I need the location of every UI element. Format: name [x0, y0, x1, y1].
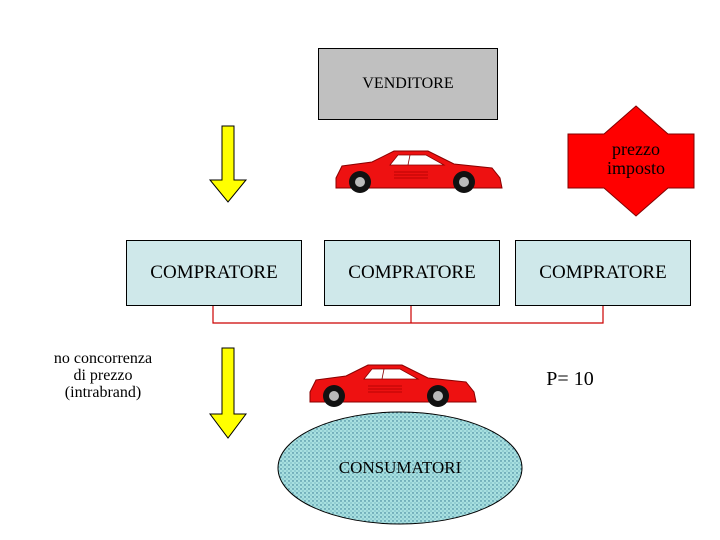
no-competition-note: no concorrenza di prezzo (intrabrand) [30, 350, 176, 401]
buyer-box-2: COMPRATORE [324, 240, 500, 306]
buyer-label-2: COMPRATORE [348, 262, 476, 283]
imposed-price-line-1: prezzo [612, 139, 660, 159]
buyer-box-3: COMPRATORE [515, 240, 691, 306]
car-icon-bottom [309, 364, 477, 407]
consumers-ellipse [277, 411, 523, 525]
price-label: P= 10 [546, 368, 594, 390]
buyer-box-1: COMPRATORE [126, 240, 302, 306]
consumers-label: CONSUMATORI [338, 458, 462, 477]
car-icon-top [335, 150, 503, 193]
buyers-connector [212, 306, 604, 324]
down-arrow-top [208, 125, 248, 203]
imposed-price-line-2: imposto [606, 158, 665, 178]
seller-box: VENDITORE [318, 48, 498, 120]
down-arrow-bottom [209, 347, 247, 439]
seller-label: VENDITORE [362, 75, 454, 92]
note-line-1: no concorrenza [53, 350, 153, 367]
note-line-3: (intrabrand) [64, 384, 142, 401]
note-line-2: di prezzo [73, 367, 133, 384]
buyer-label-1: COMPRATORE [150, 262, 278, 283]
imposed-price-arrow [567, 105, 695, 217]
imposed-price-label: prezzo imposto [584, 140, 688, 178]
buyer-label-3: COMPRATORE [539, 262, 667, 283]
